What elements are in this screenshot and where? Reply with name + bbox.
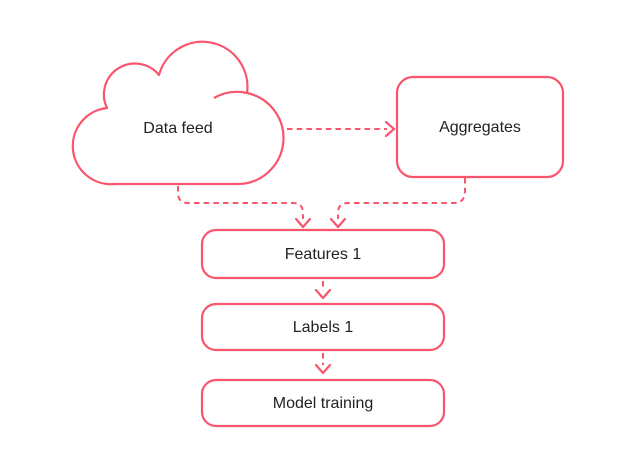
cloud-puff-detail bbox=[213, 90, 248, 99]
node-label-data-feed: Data feed bbox=[143, 120, 212, 137]
edge-aggregates-features bbox=[337, 178, 466, 219]
node-aggregates: Aggregates bbox=[395, 75, 565, 179]
model-box bbox=[200, 378, 446, 428]
node-model-training: Model training bbox=[200, 378, 446, 428]
node-features-1: Features 1 bbox=[200, 228, 446, 280]
features-box bbox=[200, 228, 446, 280]
labels-box bbox=[200, 302, 446, 352]
cloud-icon bbox=[71, 40, 285, 186]
node-label-features-1: Features 1 bbox=[285, 246, 362, 263]
diagram-edges bbox=[177, 120, 466, 375]
arrowhead-down-icon-1 bbox=[294, 217, 312, 229]
edge-datafeed-features bbox=[177, 186, 304, 219]
aggregates-box bbox=[395, 75, 565, 179]
arrowhead-down-icon-4 bbox=[314, 363, 332, 375]
arrowhead-down-icon-2 bbox=[329, 217, 347, 229]
node-label-labels-1: Labels 1 bbox=[293, 319, 354, 336]
arrowhead-right-icon bbox=[384, 120, 396, 138]
node-data-feed: Data feed bbox=[71, 40, 285, 186]
node-labels-1: Labels 1 bbox=[200, 302, 446, 352]
node-label-aggregates: Aggregates bbox=[439, 119, 521, 136]
arrowhead-down-icon-3 bbox=[314, 288, 332, 300]
node-label-model-training: Model training bbox=[273, 395, 374, 412]
